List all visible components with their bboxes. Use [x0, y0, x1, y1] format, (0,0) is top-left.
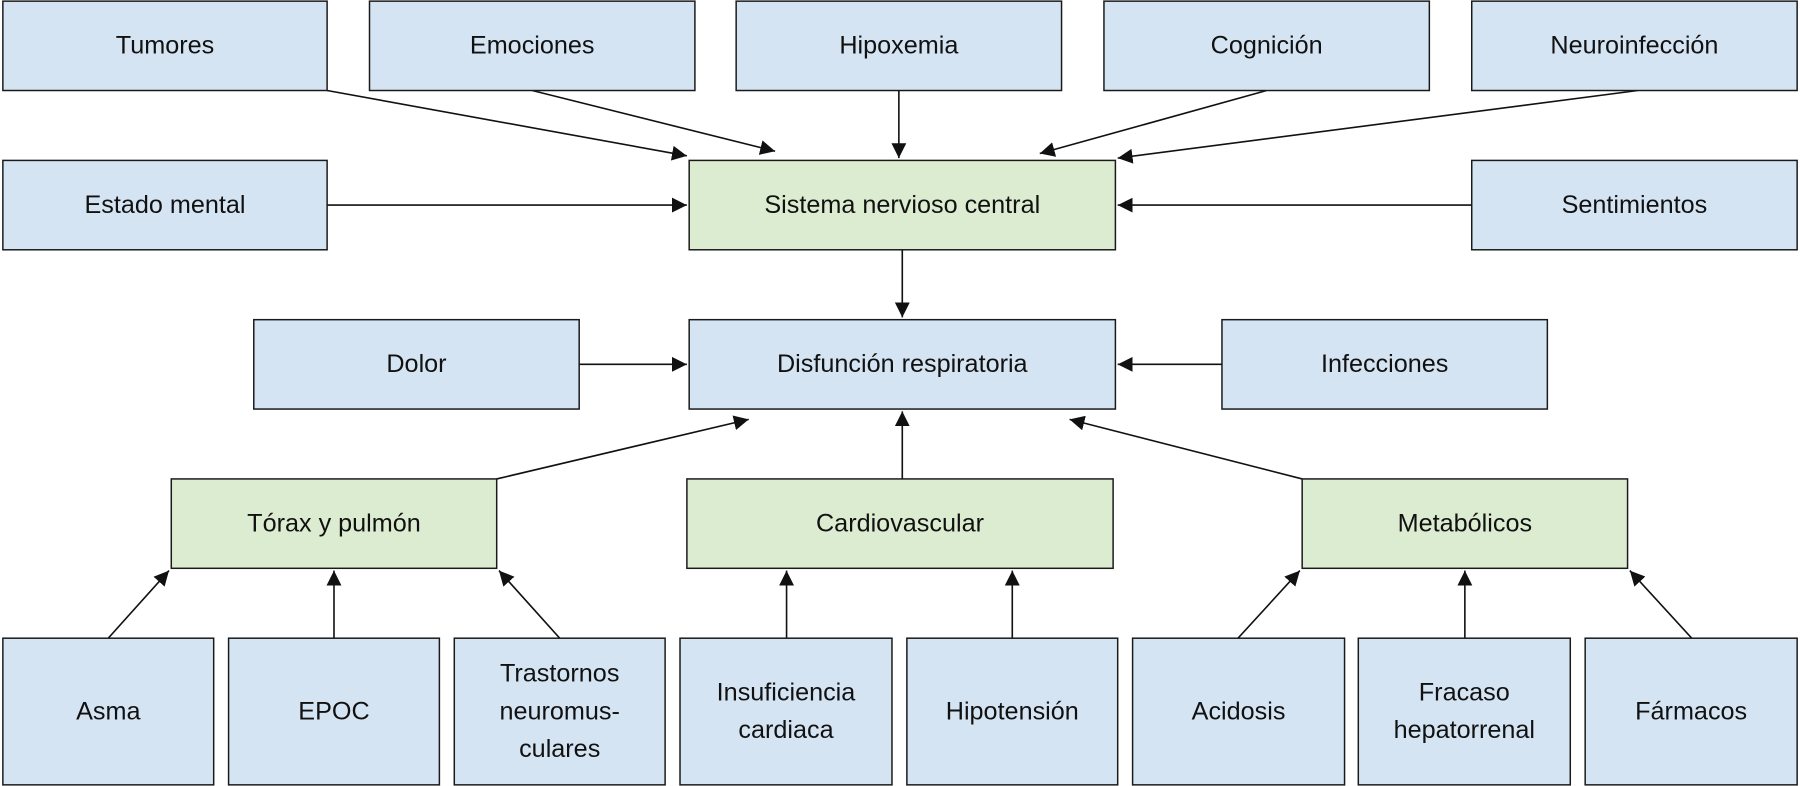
node-box [253, 318, 580, 410]
node-hipotension: Hipotensión [906, 637, 1119, 786]
node-label: Dolor [386, 350, 446, 378]
node-label: Asma [76, 697, 141, 725]
node-label: Cognición [1211, 32, 1323, 60]
node-tumores: Tumores [2, 0, 328, 92]
node-asma: Asma [2, 637, 215, 786]
node-label: Tumores [116, 32, 214, 60]
node-box [1470, 0, 1798, 92]
node-torax: Tórax y pulmón [170, 478, 498, 570]
node-box [453, 637, 666, 786]
arrow-emociones-to-snc [532, 89, 776, 155]
node-label: Hipotensión [946, 697, 1079, 725]
arrow-tumores-to-snc [326, 89, 688, 161]
node-fracaso: Fracaso hepatorrenal [1357, 637, 1572, 786]
node-hipoxemia: Hipoxemia [735, 0, 1063, 92]
node-box [1131, 637, 1346, 786]
node-box [2, 0, 328, 92]
node-label: Metabólicos [1398, 509, 1532, 537]
node-label: Emociones [470, 32, 595, 60]
node-box [2, 159, 328, 251]
node-label: Cardiovascular [816, 509, 984, 537]
node-neuroinfeccion: Neuroinfección [1470, 0, 1798, 92]
arrow-torax-to-disfuncion [496, 415, 749, 480]
node-box [686, 478, 1114, 570]
node-label: cardiaca [738, 716, 834, 744]
arrow-asma-to-torax [107, 570, 170, 639]
node-label: EPOC [298, 697, 369, 725]
node-snc: Sistema nervioso central [688, 159, 1117, 251]
node-box [1357, 637, 1572, 786]
node-box [1221, 318, 1549, 410]
arrow-acidosis-to-metabolicos [1237, 570, 1301, 639]
node-label: Trastornos [500, 660, 619, 688]
node-label: Sentimientos [1562, 191, 1708, 219]
node-label: Acidosis [1192, 697, 1286, 725]
node-disfuncion: Disfunción respiratoria [688, 318, 1117, 410]
node-sentimientos: Sentimientos [1470, 159, 1798, 251]
arrow-cognicion-to-snc [1039, 89, 1267, 157]
node-box [170, 478, 498, 570]
node-label: Neuroinfección [1550, 32, 1718, 60]
node-metabolicos: Metabólicos [1301, 478, 1629, 570]
node-box [688, 159, 1117, 251]
node-estado-mental: Estado mental [2, 159, 328, 251]
node-label: culares [519, 735, 600, 763]
node-box [735, 0, 1063, 92]
node-box [688, 318, 1117, 410]
node-label: Infecciones [1321, 350, 1448, 378]
node-box [1301, 478, 1629, 570]
node-insuficiencia: Insuficiencia cardiaca [679, 637, 893, 786]
edges [107, 89, 1693, 639]
node-box [227, 637, 441, 786]
node-cardiovascular: Cardiovascular [686, 478, 1114, 570]
node-acidosis: Acidosis [1131, 637, 1346, 786]
node-trastornos: Trastornos neuromus-culares [453, 637, 666, 786]
node-label: neuromus- [500, 697, 620, 725]
node-emociones: Emociones [368, 0, 696, 92]
arrow-metabolicos-to-disfuncion [1069, 415, 1303, 480]
node-box [1584, 637, 1798, 786]
node-box [906, 637, 1119, 786]
arrow-trastornos-to-torax [498, 570, 561, 639]
node-box [368, 0, 696, 92]
node-label: Tórax y pulmón [247, 509, 421, 537]
node-label: Sistema nervioso central [764, 191, 1040, 219]
node-box [679, 637, 893, 786]
node-box [1103, 0, 1431, 92]
arrow-farmacos-to-metabolicos [1629, 570, 1693, 639]
node-label: Fármacos [1635, 697, 1747, 725]
node-label: Fracaso [1419, 678, 1510, 706]
arrow-neuroinfeccion-to-snc [1117, 89, 1638, 164]
node-farmacos: Fármacos [1584, 637, 1798, 786]
node-infecciones: Infecciones [1221, 318, 1549, 410]
node-box [1470, 159, 1798, 251]
node-label: Disfunción respiratoria [777, 350, 1029, 378]
node-epoc: EPOC [227, 637, 441, 786]
node-label: Hipoxemia [839, 32, 959, 60]
node-dolor: Dolor [253, 318, 580, 410]
node-label: hepatorrenal [1394, 716, 1535, 744]
node-label: Estado mental [84, 191, 245, 219]
node-box [2, 637, 215, 786]
node-label: Insuficiencia [717, 678, 857, 706]
node-cognicion: Cognición [1103, 0, 1431, 92]
